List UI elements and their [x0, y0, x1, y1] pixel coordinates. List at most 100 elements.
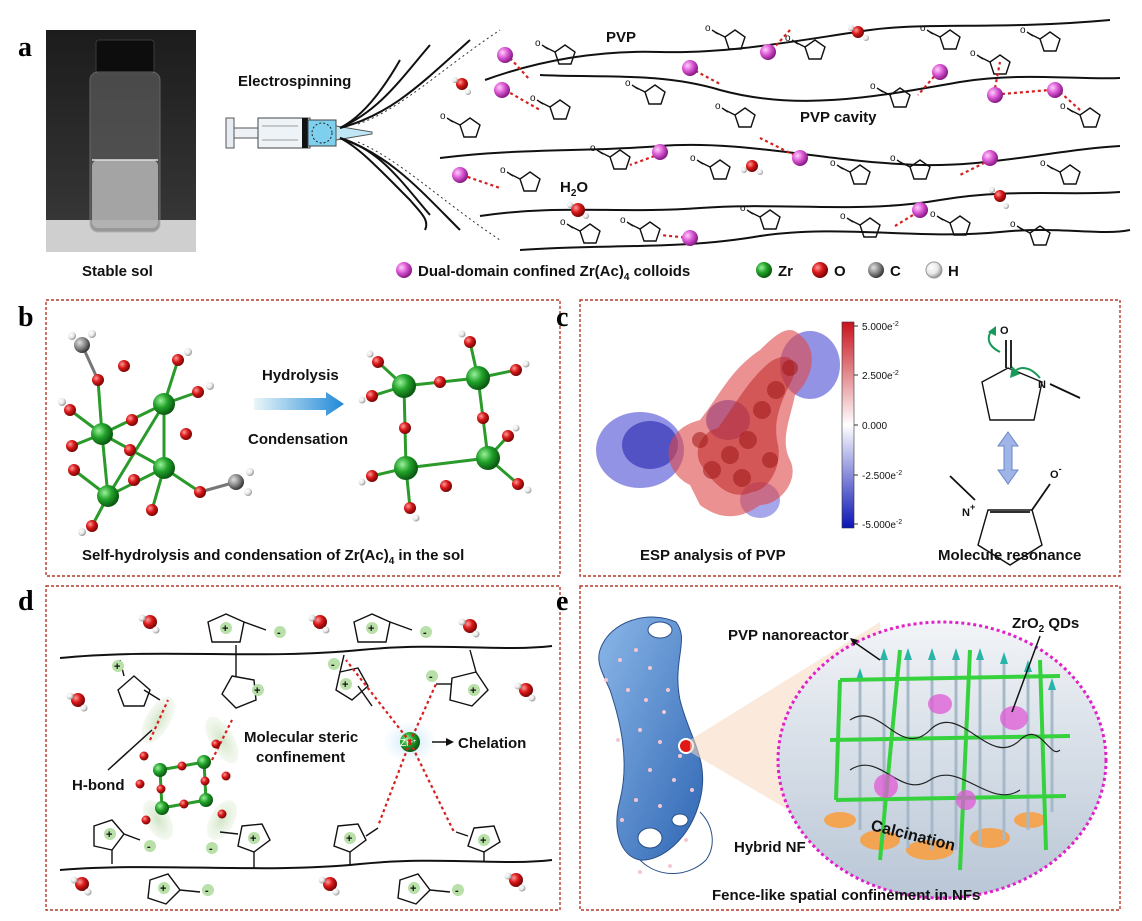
pvp-chain-top [59, 645, 553, 659]
hydrolysis-label: Hydrolysis [262, 367, 339, 384]
resonance-n-plus: N+ [962, 502, 975, 519]
legend-zr-swatch [756, 262, 772, 278]
steric-label-1: Molecular steric [244, 729, 358, 746]
hbond-arrow [107, 729, 153, 771]
svg-text:-: - [277, 627, 281, 639]
hydrolyzed-cluster-d [135, 739, 231, 825]
charge-marks-top: + - + - + + + - + - [112, 622, 480, 697]
colorbar-tick-4: -5.000e-2 [862, 519, 902, 531]
panel-e-frame [579, 585, 1121, 911]
chelation-label: Chelation [458, 735, 526, 752]
resonance-n-label: N [1038, 379, 1046, 391]
svg-text:+: + [114, 661, 120, 673]
zr-ion-label: Zr4+ [400, 738, 417, 749]
panel-d-letter: d [18, 586, 34, 617]
legend-o-label: O [834, 263, 846, 280]
hydrolyzed-cluster [358, 330, 532, 522]
pvp-chains [439, 19, 1131, 251]
panel-e-caption: Fence-like spatial confinement in NFs [712, 887, 980, 904]
panel-c-letter: c [556, 302, 568, 333]
esp-caption: ESP analysis of PVP [640, 547, 786, 564]
legend-o-swatch [812, 262, 828, 278]
resonance-o-label: O [1000, 325, 1009, 337]
svg-text:+: + [106, 829, 112, 841]
panel-b: b [18, 299, 561, 577]
legend-a: Dual-domain confined Zr(Ac)4 colloids Zr… [396, 261, 959, 283]
legend-h-swatch [925, 261, 943, 279]
svg-text:-: - [147, 841, 151, 853]
svg-text:-: - [331, 659, 335, 671]
hybrid-nanofiber [598, 616, 713, 874]
water-label: H2O [560, 179, 588, 199]
condensation-label: Condensation [248, 431, 348, 448]
hbond-glows [141, 696, 239, 840]
electrospun-jets [339, 29, 501, 241]
hbond-label: H-bond [72, 777, 124, 794]
esp-surface [596, 330, 840, 518]
colorbar-tick-0: 5.000e-2 [862, 321, 899, 333]
svg-text:+: + [480, 835, 486, 847]
panel-e-letter: e [556, 586, 568, 617]
svg-text:+: + [254, 685, 260, 697]
rings-top-d [117, 613, 489, 709]
panel-d-frame [45, 585, 561, 911]
colorbar-ticks: 5.000e-2 2.500e-2 0.000 -2.500e-2 -5.000… [854, 321, 902, 531]
panel-a-letter: a [18, 32, 32, 63]
rings-bottom-d [93, 819, 501, 905]
legend-zr-label: Zr [778, 263, 793, 280]
water-molecules-d [66, 614, 536, 896]
pvp-cavity-label: PVP cavity [800, 109, 877, 126]
legend-h-label: H [948, 263, 959, 280]
qds-label: ZrO2 QDs [1012, 615, 1079, 635]
svg-text:+: + [410, 883, 416, 895]
panel-a: a Stable sol Electrospinning [18, 19, 1131, 283]
svg-text:+: + [342, 679, 348, 691]
steric-label-2: confinement [256, 749, 345, 766]
svg-text:-: - [209, 843, 213, 855]
svg-text:+: + [368, 623, 374, 635]
charge-marks-bottom: + - + - + + + - + - [104, 828, 490, 897]
zr-ac4-cluster [58, 330, 254, 536]
panel-c-frame [579, 299, 1121, 577]
svg-text:+: + [160, 883, 166, 895]
legend-c-label: C [890, 263, 901, 280]
panel-c: c 5.000e-2 2.500e-2 [556, 299, 1121, 577]
svg-text:+: + [470, 685, 476, 697]
colorbar-tick-2: 0.000 [862, 421, 887, 432]
zr-colloids [452, 44, 1063, 246]
esp-colorbar [841, 321, 855, 529]
resonance-o-minus: O- [1050, 464, 1062, 481]
svg-text:-: - [205, 885, 209, 897]
resonance-structures: O N N+ O- [949, 325, 1081, 566]
hbond-dashes-a [461, 29, 1081, 240]
legend-c-swatch [868, 262, 884, 278]
pvp-label: PVP [606, 29, 636, 46]
panel-e: e [556, 585, 1121, 911]
colorbar-tick-1: 2.500e-2 [862, 370, 899, 382]
resonance-caption: Molecule resonance [938, 547, 1081, 564]
nanoreactor-zoom [776, 620, 1108, 900]
legend-colloid-label: Dual-domain confined Zr(Ac)4 colloids [418, 263, 690, 283]
svg-text:-: - [429, 671, 433, 683]
water-molecules-a [452, 25, 1009, 219]
svg-text:+: + [222, 623, 228, 635]
hydrolysis-arrow [254, 392, 344, 416]
colorbar-tick-3: -2.500e-2 [862, 470, 902, 482]
panel-b-letter: b [18, 302, 34, 333]
legend-colloid-swatch [396, 262, 412, 278]
stable-sol-label: Stable sol [82, 263, 153, 280]
nanoreactor-label: PVP nanoreactor [728, 627, 849, 644]
electrospinning-label: Electrospinning [238, 73, 351, 90]
svg-text:+: + [346, 833, 352, 845]
syringe [225, 117, 373, 149]
panel-d: d + - + - + + + - + - [18, 585, 561, 911]
svg-text:+: + [250, 833, 256, 845]
hybrid-nf-label: Hybrid NF [734, 839, 806, 856]
panel-b-frame [45, 299, 561, 577]
stable-sol-photo [46, 30, 196, 252]
pvp-chain-bottom [59, 859, 553, 871]
panel-b-caption: Self-hydrolysis and condensation of Zr(A… [82, 547, 464, 567]
svg-text:-: - [455, 885, 459, 897]
svg-text:-: - [423, 627, 427, 639]
